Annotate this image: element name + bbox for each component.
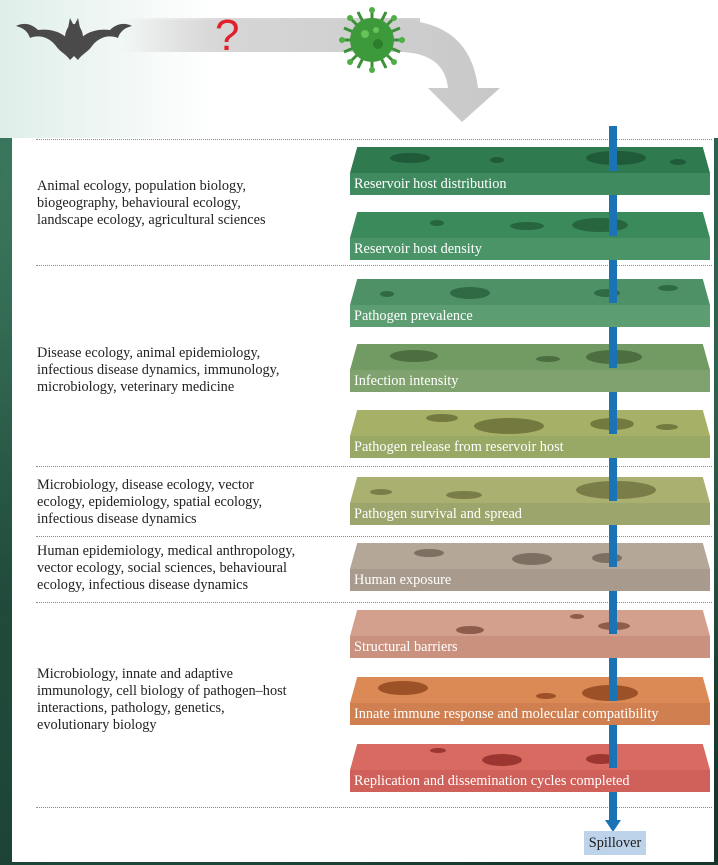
pathway-segment [609,725,617,768]
pathway-segment [609,792,617,822]
divider [36,602,712,603]
pathway-segment [609,126,617,171]
field-text-immunology: Microbiology, innate and adaptive immuno… [37,666,287,733]
layer-label: Innate immune response and molecular com… [350,703,710,725]
layer-label: Structural barriers [350,636,710,658]
pathway-segment [609,195,617,236]
divider [36,807,712,808]
pathway-segment [609,525,617,567]
field-text-ecology: Animal ecology, population biology, biog… [37,178,266,228]
layer-label: Pathogen survival and spread [350,503,710,525]
bat-icon [16,18,132,61]
pathway-segment [609,658,617,701]
spillover-label: Spillover [584,831,646,855]
virus-icon [339,7,405,73]
divider [36,536,712,537]
divider [36,139,712,140]
field-text-microbiology-vector: Microbiology, disease ecology, vector ec… [37,477,263,527]
divider [36,466,712,467]
pathway-segment [609,327,617,368]
layer-label: Reservoir host distribution [350,173,710,195]
pathway-segment [609,591,617,634]
layer-label: Infection intensity [350,370,710,392]
pathway-segment [609,458,617,501]
layer-label: Pathogen release from reservoir host [350,436,710,458]
field-text-disease-ecology: Disease ecology, animal epidemiology, in… [37,345,280,395]
layer-label: Human exposure [350,569,710,591]
pathway-segment [609,260,617,303]
field-text-human-epidemiology: Human epidemiology, medical anthropology… [37,543,296,593]
layer-label: Pathogen prevalence [350,305,710,327]
pathway-segment [609,392,617,434]
layer-label: Reservoir host density [350,238,710,260]
pathway-arrowhead [605,820,621,832]
layer-label: Replication and dissemination cycles com… [350,770,710,792]
curved-arrow-icon [130,20,500,122]
question-mark: ? [215,11,240,60]
divider [36,265,712,266]
